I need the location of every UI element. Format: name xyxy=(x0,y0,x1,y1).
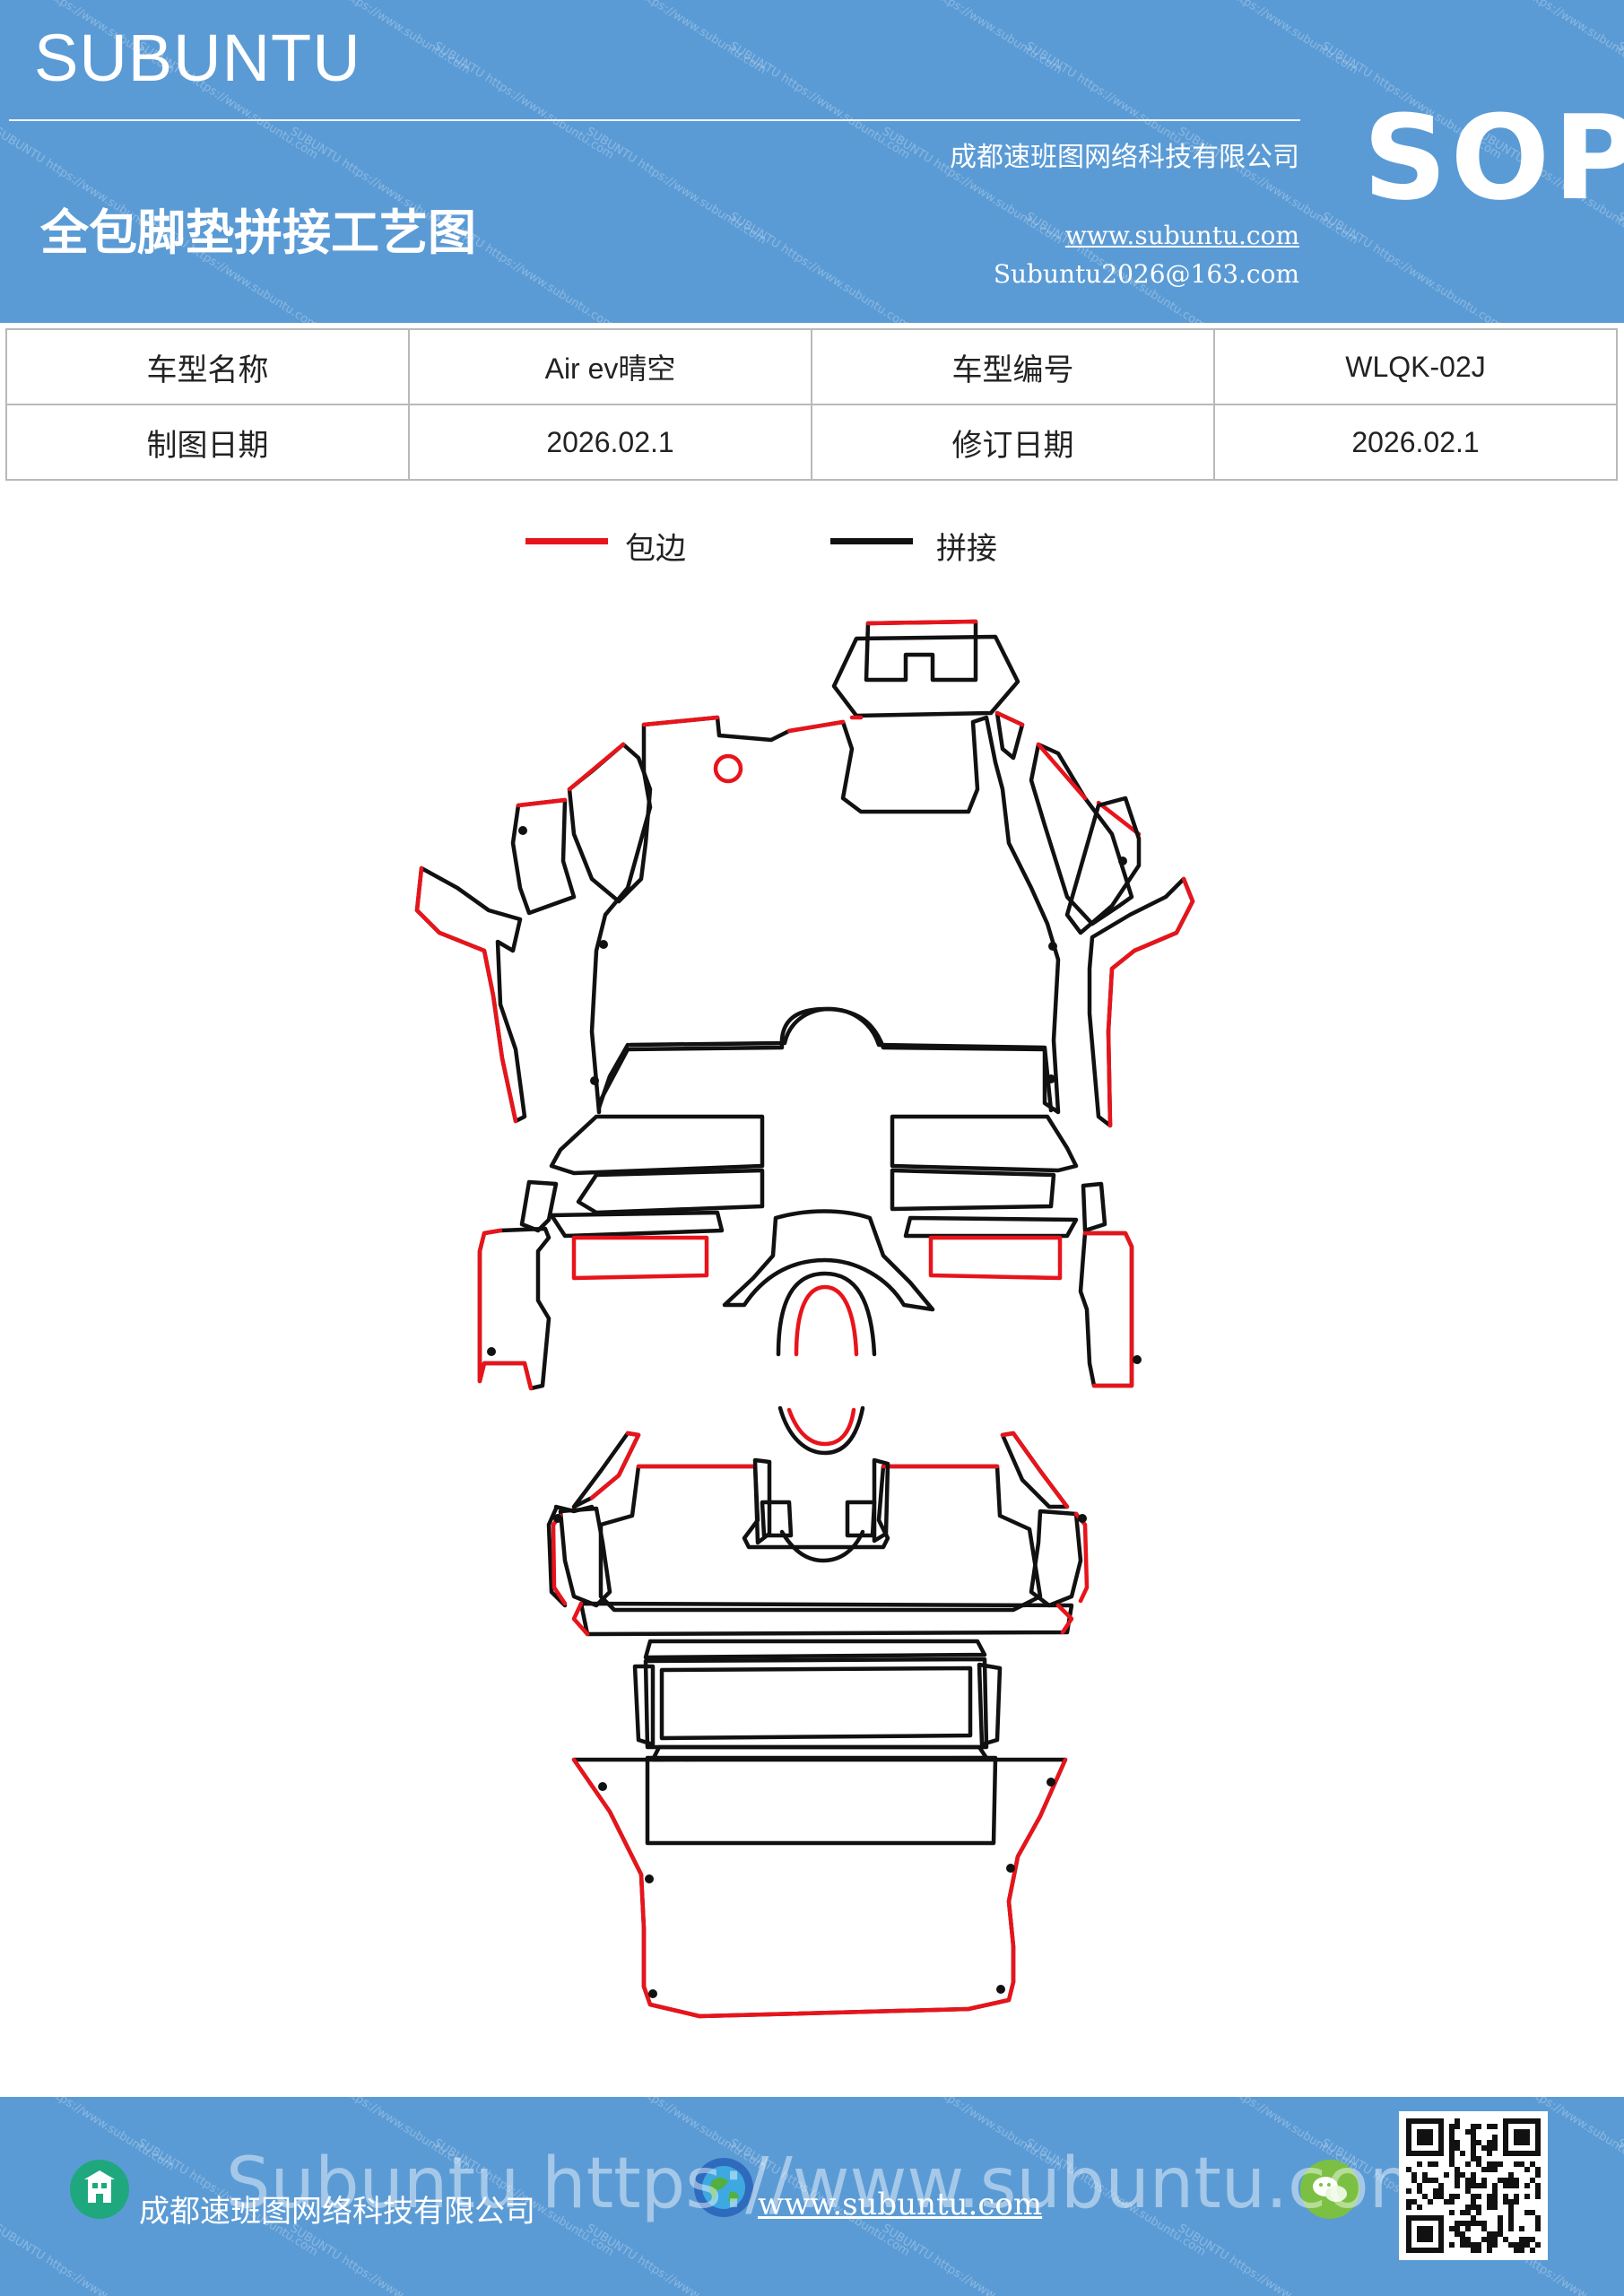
email-address: Subuntu2026@163.com xyxy=(993,259,1299,289)
center-tunnel-arch xyxy=(722,1209,935,1357)
model-name-value: Air ev晴空 xyxy=(408,328,812,405)
seam-swatch xyxy=(830,538,913,544)
footer-company-name: 成都速班图网络科技有限公司 xyxy=(139,2194,535,2230)
watermark-text: SUBUNTU https://www.subuntu.com xyxy=(726,39,912,162)
watermark-text: SUBUNTU https://www.subuntu.com xyxy=(583,2222,769,2296)
watermark-text: SUBUNTU https://www.subuntu.com xyxy=(879,0,1064,77)
table-row: 制图日期 2026.02.1 修订日期 2026.02.1 xyxy=(5,404,1618,481)
middle-left-pieces xyxy=(477,1114,765,1391)
mounting-holes xyxy=(487,826,1142,1998)
footer-website-link[interactable]: www.subuntu.com xyxy=(758,2187,1043,2222)
watermark-text: SUBUNTU https://www.subuntu.com xyxy=(1472,0,1624,77)
watermark-text: SUBUNTU https://www.subuntu.com xyxy=(1175,0,1360,77)
watermark-text: SUBUNTU https://www.subuntu.com xyxy=(430,39,616,162)
rear-left-side-pieces xyxy=(546,1431,1074,1637)
front-right-side-pieces xyxy=(994,710,1195,1128)
tunnel-front-pieces xyxy=(596,1006,1054,1113)
watermark-text: SUBUNTU https://www.subuntu.com xyxy=(1318,210,1504,323)
watermark-text: SUBUNTU https://www.subuntu.com xyxy=(879,2222,1064,2296)
legend: 包边 拼接 xyxy=(0,526,1624,570)
globe-icon xyxy=(694,2158,753,2217)
footer-watermark: Subuntu https://www.subuntu.com xyxy=(226,2144,1437,2224)
brand-logo-text: SUBUNTU xyxy=(34,21,361,95)
sop-badge: SOP xyxy=(1363,90,1624,226)
document-title: 全包脚垫拼接工艺图 xyxy=(40,204,476,261)
watermark-text: SUBUNTU https://www.subuntu.com xyxy=(726,210,912,323)
draw-date-label: 制图日期 xyxy=(5,404,410,481)
front-top-piece xyxy=(831,619,1020,718)
watermark-text: SUBUNTU https://www.subuntu.com xyxy=(583,0,769,77)
model-name-label: 车型名称 xyxy=(5,328,410,405)
footer-banner: SUBUNTU https://www.subuntu.com SUBUNTU h… xyxy=(0,2097,1624,2296)
rear-seat-middle-pieces xyxy=(632,1639,1003,1762)
edge-binding-label: 包边 xyxy=(625,531,686,567)
seam-label: 拼接 xyxy=(936,531,997,567)
wechat-icon xyxy=(1300,2160,1359,2219)
rear-floor-trunk-piece xyxy=(571,1755,1068,2019)
rear-right-side-pieces xyxy=(1000,1431,1090,1635)
floor-mat-splice-diagram xyxy=(414,619,1195,2019)
company-name: 成都速班图网络科技有限公司 xyxy=(950,142,1299,173)
front-main-floor-piece xyxy=(589,715,1061,1115)
revision-date-value: 2026.02.1 xyxy=(1213,404,1618,481)
model-code-label: 车型编号 xyxy=(811,328,1215,405)
model-code-value: WLQK-02J xyxy=(1213,328,1618,405)
watermark-text: SUBUNTU https://www.subuntu.com xyxy=(287,2222,473,2296)
rear-main-floor-piece xyxy=(598,1457,1043,1613)
rear-center-arch-piece xyxy=(777,1405,865,1456)
vehicle-info-table: 车型名称 Air ev晴空 车型编号 WLQK-02J 制图日期 2026.02… xyxy=(5,328,1618,481)
header-divider xyxy=(9,119,1300,121)
draw-date-value: 2026.02.1 xyxy=(408,404,812,481)
revision-date-label: 修订日期 xyxy=(811,404,1215,481)
website-link[interactable]: www.subuntu.com xyxy=(1064,221,1299,250)
building-icon xyxy=(70,2160,129,2219)
table-row: 车型名称 Air ev晴空 车型编号 WLQK-02J xyxy=(5,328,1618,405)
watermark-text: SUBUNTU https://www.subuntu.com xyxy=(1175,2222,1360,2296)
edge-binding-swatch xyxy=(525,538,608,544)
watermark-text: SUBUNTU https://www.subuntu.com xyxy=(0,2222,177,2296)
qr-code-icon xyxy=(1399,2111,1548,2260)
front-left-side-pieces xyxy=(414,742,653,1124)
middle-right-pieces xyxy=(890,1114,1134,1388)
